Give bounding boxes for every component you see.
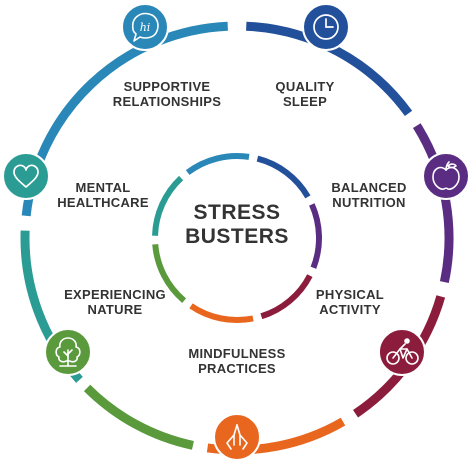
badge-experiencing-nature: [44, 328, 92, 376]
label-line2: PRACTICES: [198, 361, 276, 376]
praying-hands-icon: [226, 424, 248, 450]
speech-bubble-hi-icon: hi: [131, 12, 159, 42]
center-title-line1: STRESS: [193, 201, 280, 224]
outer-arc-quality-sleep: [246, 21, 413, 117]
outer-arc-experiencing-nature: [83, 384, 194, 450]
tree-icon: [55, 337, 81, 367]
badge-circle: [121, 3, 169, 51]
label-line2: NATURE: [88, 302, 143, 317]
inner-arc-6: [152, 244, 187, 303]
label-line1: QUALITY: [275, 79, 334, 94]
inner-arc-5: [189, 303, 254, 323]
cyclist-icon: [386, 338, 419, 365]
outer-arc-balanced-nutrition: [412, 123, 454, 284]
badge-mindfulness-practices: [213, 413, 261, 461]
center-title-line2: BUSTERS: [185, 225, 289, 248]
inner-arc-4: [260, 274, 313, 320]
badge-circle: [378, 328, 426, 376]
apple-icon: [432, 161, 460, 190]
badge-circle: [422, 152, 470, 200]
badge-circle: [2, 152, 50, 200]
label-line1: BALANCED: [331, 180, 406, 195]
label-mindfulness-practices: MINDFULNESS PRACTICES: [188, 346, 285, 376]
label-mental-healthcare: MENTAL HEALTHCARE: [57, 180, 149, 210]
badge-physical-activity: [378, 328, 426, 376]
label-line1: MENTAL: [76, 180, 131, 195]
inner-ring: [152, 153, 322, 323]
label-line1: SUPPORTIVE: [124, 79, 211, 94]
inner-arc-7: [152, 175, 184, 236]
inner-arc-3: [309, 203, 322, 269]
clock-icon: [313, 14, 339, 40]
label-balanced-nutrition: BALANCED NUTRITION: [331, 180, 406, 210]
label-line1: PHYSICAL: [316, 287, 384, 302]
badge-mental-healthcare: [2, 152, 50, 200]
inner-arc-2: [256, 155, 311, 199]
label-line1: MINDFULNESS: [188, 346, 285, 361]
label-line2: NUTRITION: [332, 195, 405, 210]
badge-balanced-nutrition: [422, 152, 470, 200]
badge-circle: [213, 413, 261, 461]
badge-quality-sleep: [302, 3, 350, 51]
label-line2: SLEEP: [283, 94, 327, 109]
label-line1: EXPERIENCING: [64, 287, 166, 302]
label-quality-sleep: QUALITY SLEEP: [275, 79, 334, 109]
label-physical-activity: PHYSICAL ACTIVITY: [316, 287, 384, 317]
label-line2: ACTIVITY: [319, 302, 381, 317]
label-line2: RELATIONSHIPS: [113, 94, 221, 109]
label-line2: HEALTHCARE: [57, 195, 149, 210]
label-experiencing-nature: EXPERIENCING NATURE: [64, 287, 166, 317]
badge-supportive-relationships: hi: [121, 3, 169, 51]
inner-arc-1: [185, 153, 250, 175]
heart-icon: [13, 164, 39, 188]
speech-bubble-text: hi: [140, 21, 151, 34]
label-supportive-relationships: SUPPORTIVE RELATIONSHIPS: [113, 79, 221, 109]
